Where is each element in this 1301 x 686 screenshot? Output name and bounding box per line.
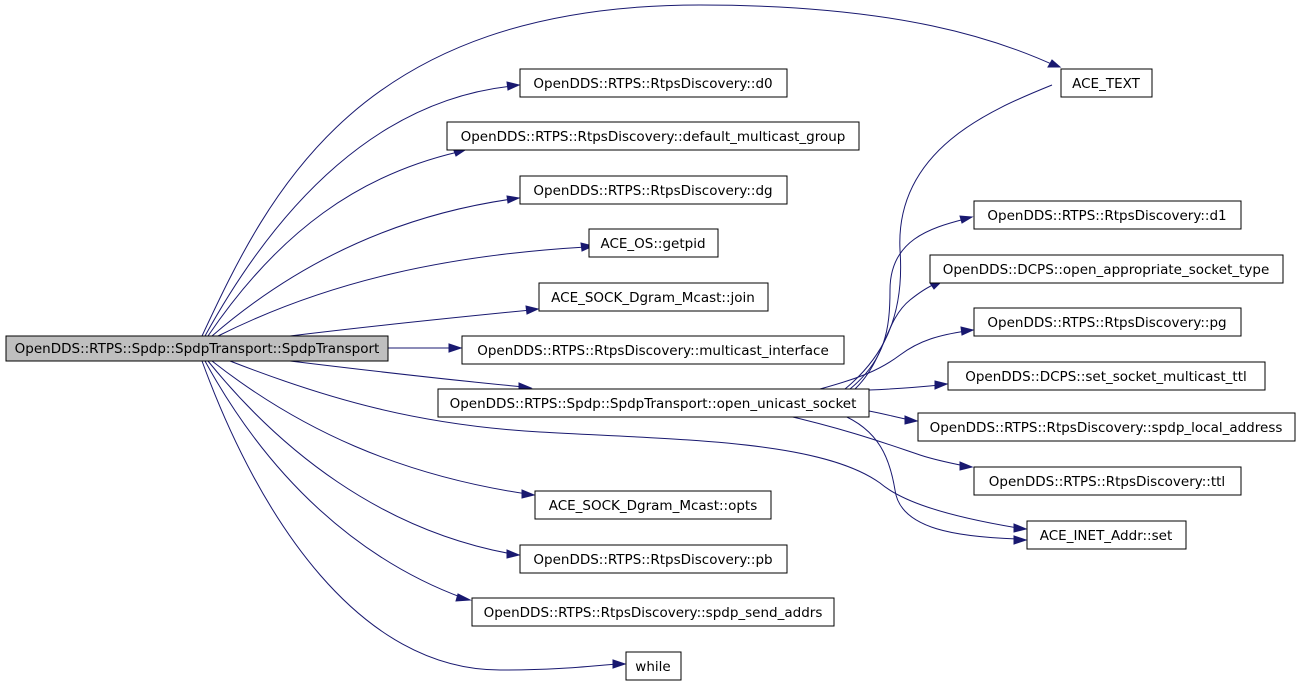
edge-ous-to-ttl [779, 413, 966, 467]
arrowhead-d0 [506, 81, 521, 91]
node-pb-label[interactable]: OpenDDS::RTPS::RtpsDiscovery::pb [533, 552, 772, 568]
node-while-label[interactable]: while [635, 659, 670, 675]
arrowhead-spdp-send-addrs [455, 593, 472, 602]
edge-root-to-open-unicast-socket [289, 360, 525, 388]
node-ace-text-label[interactable]: ACE_TEXT [1072, 76, 1140, 92]
node-d1-box[interactable] [973, 200, 1242, 230]
arrowhead-d1 [959, 215, 974, 224]
call-edges [201, 4, 1059, 671]
node-pb-box[interactable] [519, 544, 788, 574]
node-d1-label[interactable]: OpenDDS::RTPS::RtpsDiscovery::d1 [987, 208, 1226, 224]
arrowhead-ttl [959, 461, 974, 471]
node-inet-addr-set-box[interactable] [1026, 520, 1187, 550]
node-default-multicast-group-label[interactable]: OpenDDS::RTPS::RtpsDiscovery::default_mu… [461, 129, 846, 145]
arrowhead-opts [521, 489, 536, 499]
node-spdp-local-address-box[interactable] [917, 412, 1296, 442]
node-join-label[interactable]: ACE_SOCK_Dgram_Mcast::join [551, 290, 755, 306]
arrowhead-getpid [580, 242, 595, 252]
arrowhead-join [525, 305, 540, 315]
arrowhead-spdp-local-address [904, 415, 919, 425]
node-open-unicast-socket-label[interactable]: OpenDDS::RTPS::Spdp::SpdpTransport::open… [450, 396, 857, 412]
edge-root-to-ace-text [201, 4, 1059, 337]
node-open-appropriate-label[interactable]: OpenDDS::DCPS::open_appropriate_socket_t… [943, 262, 1270, 278]
edge-root-to-d0 [204, 85, 513, 337]
node-multicast-interface-box[interactable] [461, 335, 845, 365]
node-multicast-interface-label[interactable]: OpenDDS::RTPS::RtpsDiscovery::multicast_… [477, 343, 829, 359]
node-inet-addr-set-label[interactable]: ACE_INET_Addr::set [1040, 528, 1173, 544]
node-while-box[interactable] [625, 651, 682, 681]
node-ttl-label[interactable]: OpenDDS::RTPS::RtpsDiscovery::ttl [989, 474, 1225, 490]
arrowhead-ace-text [1047, 59, 1062, 68]
node-spdp-send-addrs-label[interactable]: OpenDDS::RTPS::RtpsDiscovery::spdp_send_… [484, 605, 823, 621]
node-set-socket-multicast-ttl-label[interactable]: OpenDDS::DCPS::set_socket_multicast_ttl [965, 369, 1247, 385]
edge-root-to-spdp-send-addrs [204, 360, 464, 599]
arrowhead-while [612, 659, 627, 669]
node-spdp-send-addrs-box[interactable] [471, 597, 835, 627]
edge-ous-to-spdp-local-address [868, 410, 911, 421]
edge-root-to-default-multicast-group [207, 151, 459, 337]
edge-root-to-dg [211, 198, 513, 337]
edge-root-to-opts [211, 360, 528, 495]
node-pg-box[interactable] [973, 307, 1242, 337]
node-getpid-box[interactable] [588, 228, 719, 258]
node-root-label: OpenDDS::RTPS::Spdp::SpdpTransport::Spdp… [15, 341, 380, 357]
node-ace-text-box[interactable] [1060, 68, 1153, 98]
node-d0-box[interactable] [519, 68, 788, 98]
arrowhead-multicast-interface [448, 343, 463, 353]
edge-root-to-while [201, 360, 618, 671]
edge-root-to-join [289, 309, 532, 337]
node-open-appropriate-box[interactable] [929, 254, 1284, 284]
arrowhead-inet-addr-set-2 [1013, 535, 1028, 545]
edge-ous-to-open-appropriate [854, 283, 936, 390]
arrowhead-dg [506, 195, 521, 204]
arrowhead-pb [506, 549, 521, 559]
edge-root-to-pb [207, 360, 513, 555]
node-dg-box[interactable] [519, 175, 788, 205]
arrowhead-pg [960, 326, 975, 336]
node-default-multicast-group-box[interactable] [446, 121, 860, 151]
edge-ous-to-inet-addr-set [839, 413, 1019, 540]
edge-ous-to-ace-text [844, 84, 1053, 390]
edge-root-to-inet-addr-set [229, 360, 1019, 529]
node-ttl-box[interactable] [973, 466, 1242, 496]
edge-ous-to-set-socket-multicast-ttl [868, 384, 941, 391]
edge-ous-to-pg [819, 330, 967, 390]
node-root-box [5, 335, 389, 362]
node-getpid-label[interactable]: ACE_OS::getpid [600, 236, 705, 252]
graph-nodes: OpenDDS::RTPS::Spdp::SpdpTransport::Spdp… [5, 68, 1296, 681]
arrowhead-inet-addr-set-1 [1013, 523, 1028, 533]
edge-root-to-getpid [217, 246, 587, 337]
node-open-unicast-socket-box[interactable] [437, 388, 870, 418]
arrowhead-set-socket-multicast-ttl [934, 380, 949, 390]
node-set-socket-multicast-ttl-box[interactable] [947, 361, 1266, 391]
node-pg-label[interactable]: OpenDDS::RTPS::RtpsDiscovery::pg [987, 315, 1226, 331]
node-d0-label[interactable]: OpenDDS::RTPS::RtpsDiscovery::d0 [533, 76, 772, 92]
node-opts-label[interactable]: ACE_SOCK_Dgram_Mcast::opts [549, 498, 758, 514]
node-dg-label[interactable]: OpenDDS::RTPS::RtpsDiscovery::dg [533, 183, 772, 199]
node-spdp-local-address-label[interactable]: OpenDDS::RTPS::RtpsDiscovery::spdp_local… [930, 420, 1283, 436]
node-opts-box[interactable] [534, 490, 772, 520]
node-join-box[interactable] [538, 282, 769, 312]
